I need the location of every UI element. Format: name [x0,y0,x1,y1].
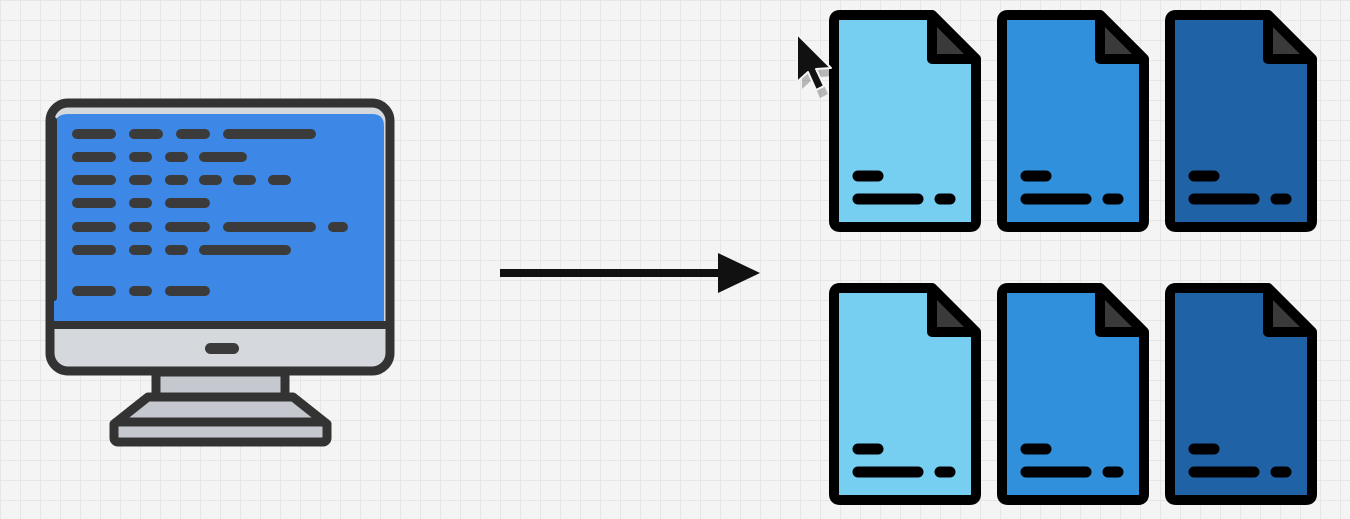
right-arrow-icon [500,253,760,293]
file-corner-fold [1095,10,1149,64]
file-blue-2 [997,283,1149,505]
mouse-pointer-arrow [796,33,832,91]
file-corner-fold [927,10,981,64]
file-corner-fold [1095,283,1149,337]
file-dark-blue-1 [1165,10,1317,232]
file-corner-fold [1263,10,1317,64]
monitor-power-button [205,343,239,354]
monitor-screen [54,114,384,322]
file-dark-blue-2 [1165,283,1317,505]
file-grid [829,10,1317,505]
file-light-blue-1 [829,10,981,232]
mouse-pointer-icon [796,33,835,98]
code-lines [72,129,348,296]
file-light-blue-2 [829,283,981,505]
monitor-stand-foot [109,417,332,447]
file-corner-fold [927,283,981,337]
computer-monitor-code-icon [45,98,395,447]
file-corner-fold [1263,283,1317,337]
arrow-head [718,253,760,293]
file-blue-1 [997,10,1149,232]
